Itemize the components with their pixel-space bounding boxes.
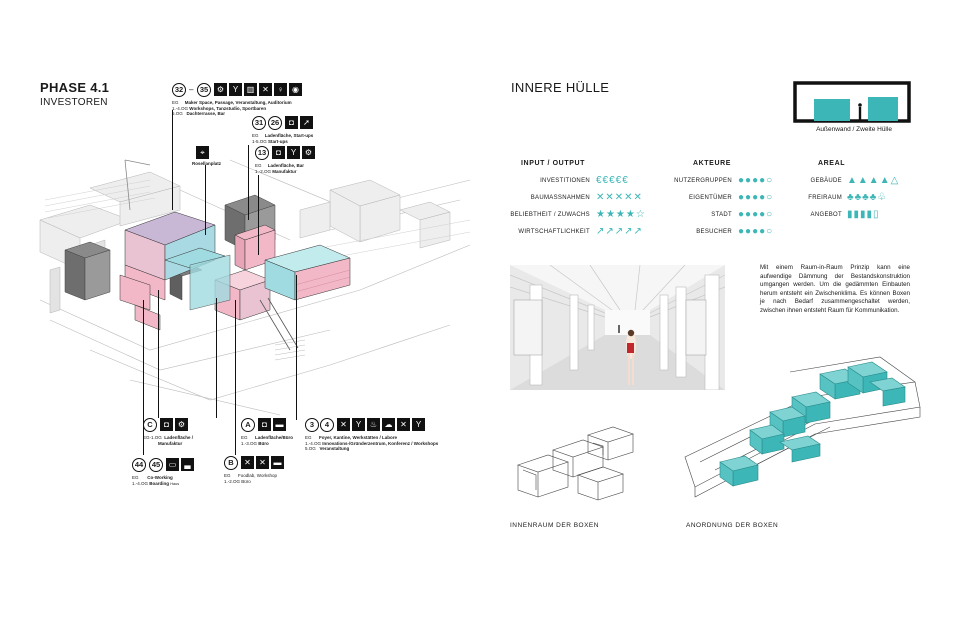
shopping-bag-icon: ◘ (272, 146, 285, 159)
callout-b-text: EG Foodlab, Workshop 1.-2.OG Büro (224, 473, 277, 484)
box-arrangement-isometric (684, 356, 921, 498)
page-title: INNERE HÜLLE (511, 80, 610, 95)
callout-13-text: EG Ladenfläche, Bar 1.-2.OG Manufaktur (255, 163, 305, 174)
row-label-wirtschaftlichkeit: WIRTSCHAFTLICHKEIT (518, 229, 590, 235)
row-label-angebot: ANGEBOT (810, 212, 842, 218)
map-pin-icon: ⌖ (196, 146, 209, 159)
site-axonometric-diagram (39, 159, 471, 416)
person-icon: ●●●●○ (738, 209, 774, 220)
tag-45: 45 (149, 458, 163, 472)
laptop-icon: ▭ (166, 458, 179, 471)
callout-3-4-text: EG Foyer, Kantine, Werkstätten / Labore … (305, 435, 439, 451)
callout-line (235, 300, 236, 455)
dancer-icon: ♀ (274, 83, 287, 96)
microscope-icon: ♨ (367, 418, 380, 431)
row-label-eigentuemer: EIGENTÜMER (688, 195, 732, 201)
gears-icon: ⚙ (302, 146, 315, 159)
tag-26: 26 (268, 116, 282, 130)
gears-icon: ⚙ (214, 83, 227, 96)
tag-13: 13 (255, 146, 269, 160)
description-paragraph: Mit einem Raum-in-Raum Prinzip kann eine… (760, 264, 910, 314)
gears-icon: ⚙ (175, 418, 188, 431)
areal-heading: AREAL (818, 160, 846, 167)
row-label-gebaeude: GEBÄUDE (810, 178, 842, 184)
callout-32-35-text: EG Maker Space, Passage, Veranstaltung, … (172, 100, 292, 116)
bar-chart-icon: ▮▮▮▮▯ (847, 209, 880, 220)
input-output-heading: INPUT / OUTPUT (521, 160, 586, 167)
tag-3: 3 (305, 418, 319, 432)
euro-icon: €€€€€ (596, 175, 629, 186)
cocktail-icon: Y (352, 418, 365, 431)
tag-32: 32 (172, 83, 186, 97)
cutlery-icon: ✕ (337, 418, 350, 431)
tools-icon: ✕ (397, 418, 410, 431)
row-label-stadt: STADT (711, 212, 732, 218)
callout-a-text: EG Ladenfläche/Büro 1.-3.OG Büro (241, 435, 294, 446)
callout-line (205, 165, 206, 235)
tools-icon: ✕ (256, 456, 269, 469)
row-label-besucher: BESUCHER (696, 229, 732, 235)
cocktail-icon: Y (229, 83, 242, 96)
tag-c: C (143, 418, 157, 432)
phase-title: PHASE 4.1 (40, 80, 110, 95)
rocket-icon: ➚ (300, 116, 313, 129)
callout-line (216, 298, 217, 418)
callout-44-45-text: EG Co-Working 1.-4.OG Boarding Haus (132, 475, 180, 486)
akteure-heading: AKTEURE (693, 160, 732, 167)
person-icon: ●●●●○ (738, 192, 774, 203)
tag-44: 44 (132, 458, 146, 472)
shopping-bag-icon: ◘ (258, 418, 271, 431)
briefcase-icon: ▬ (273, 418, 286, 431)
tag-dash: – (189, 85, 194, 94)
cocktail-icon: Y (287, 146, 300, 159)
tag-b: B (224, 456, 238, 470)
callout-line (258, 175, 259, 255)
shopping-bag-icon: ◘ (160, 418, 173, 431)
caption-innenraum: INNENRAUM DER BOXEN (510, 522, 599, 529)
row-label-beliebtheit: BELIEBTHEIT / ZUWACHS (510, 212, 590, 218)
tools-icon: ✕ (259, 83, 272, 96)
callout-line (158, 290, 159, 418)
pin-label: Rosellanplatz (192, 161, 222, 166)
tag-31: 31 (252, 116, 266, 130)
shopping-bag-icon: ◘ (285, 116, 298, 129)
legend-caption: Außenwand / Zweite Hülle (816, 126, 892, 133)
box-interior-isometric (517, 426, 634, 501)
person-icon: ●●●●○ (738, 175, 774, 186)
star-icon: ★★★★☆ (596, 209, 646, 220)
phase-subtitle: INVESTOREN (40, 97, 108, 108)
callout-line (143, 300, 144, 455)
trend-icon: ↗↗↗↗↗ (596, 226, 643, 237)
bed-icon: ▃ (181, 458, 194, 471)
cloud-icon: ☁ (382, 418, 395, 431)
callout-c-text: EG-1.OG Ladenfläche / Manufaktur (143, 435, 194, 446)
callout-line (296, 275, 297, 420)
row-label-nutzergruppen: NUTZERGRUPPEN (674, 178, 732, 184)
row-label-investitionen: INVESTITIONEN (540, 178, 590, 184)
callout-line (248, 145, 249, 220)
factory-icon: ▥ (244, 83, 257, 96)
tag-4: 4 (320, 418, 334, 432)
callout-31-26-text: EG Ladenfläche, Start-ups 1-5.OG Start-u… (252, 133, 314, 144)
tools-icon: ✕✕✕✕✕ (596, 192, 643, 203)
callout-line (172, 110, 173, 210)
person-icon: ●●●●○ (738, 226, 774, 237)
row-label-freiraum: FREIRAUM (808, 195, 842, 201)
tree-icon: ♣♣♣♣♧ (847, 192, 888, 203)
tag-a: A (241, 418, 255, 432)
caption-anordnung: ANORDNUNG DER BOXEN (686, 522, 779, 529)
interior-perspective-render (510, 265, 725, 390)
briefcase-icon: ▬ (271, 456, 284, 469)
cocktail-icon: Y (412, 418, 425, 431)
cutlery-icon: ✕ (241, 456, 254, 469)
row-label-baumassnahmen: BAUMASSNAHMEN (530, 195, 590, 201)
envelope-legend-icon (793, 81, 911, 123)
eye-icon: ◉ (289, 83, 302, 96)
house-icon: ▲▲▲▲△ (847, 175, 900, 186)
tag-35: 35 (197, 83, 211, 97)
